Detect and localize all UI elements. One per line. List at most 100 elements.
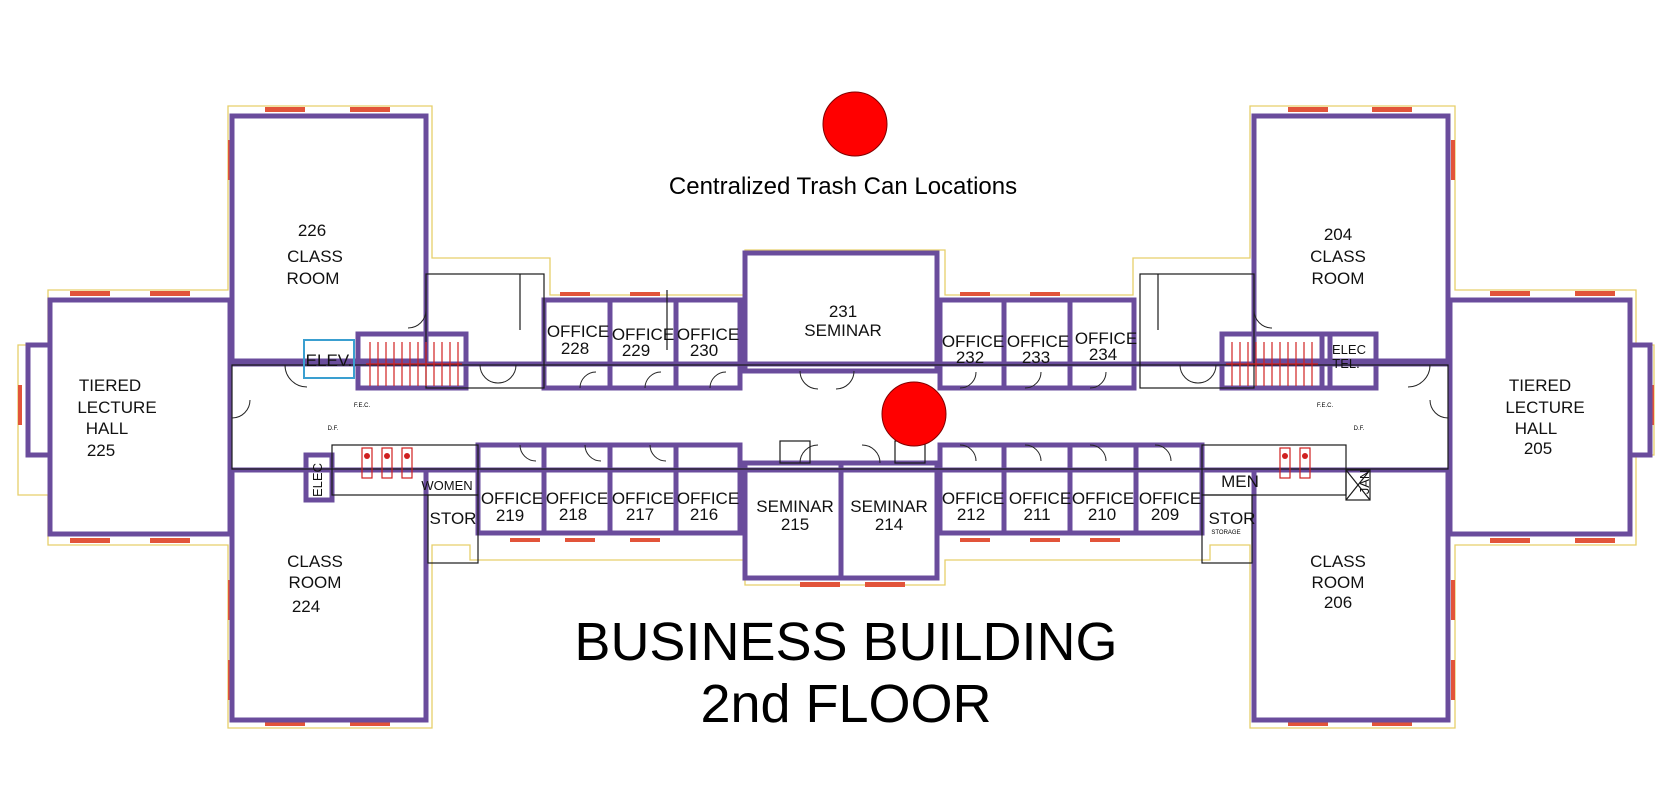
svg-text:229: 229 — [622, 341, 650, 360]
men-label: MEN — [1221, 472, 1259, 491]
svg-text:SEMINAR: SEMINAR — [756, 497, 833, 516]
svg-text:TIERED: TIERED — [1509, 376, 1571, 395]
svg-text:CLASS: CLASS — [1310, 247, 1366, 266]
room-232-label: OFFICE 232 — [942, 332, 1004, 367]
interior-lines — [231, 273, 1449, 564]
svg-text:206: 206 — [1324, 593, 1352, 612]
room-224-label: CLASS ROOM 224 — [287, 552, 343, 616]
svg-text:ROOM: ROOM — [1312, 573, 1365, 592]
svg-text:OFFICE: OFFICE — [1075, 329, 1137, 348]
svg-text:OFFICE: OFFICE — [612, 325, 674, 344]
svg-text:228: 228 — [561, 339, 589, 358]
walls — [25, 113, 1653, 723]
fec-left-label: F.E.C. — [354, 403, 371, 409]
room-205-label: TIERED LECTURE HALL 205 — [1505, 376, 1584, 458]
svg-text:OFFICE: OFFICE — [547, 322, 609, 341]
room-228-label: OFFICE 228 — [547, 322, 609, 358]
svg-text:OFFICE: OFFICE — [1009, 489, 1071, 508]
svg-text:212: 212 — [957, 505, 985, 524]
svg-text:OFFICE: OFFICE — [1072, 489, 1134, 508]
room-214-label: SEMINAR 214 — [850, 497, 927, 534]
stairs-left — [366, 342, 462, 386]
stairs-right — [1226, 342, 1318, 386]
svg-text:230: 230 — [690, 341, 718, 360]
svg-text:SEMINAR: SEMINAR — [850, 497, 927, 516]
svg-text:LECTURE: LECTURE — [1505, 398, 1584, 417]
svg-text:215: 215 — [781, 515, 809, 534]
svg-text:225: 225 — [87, 441, 115, 460]
svg-text:OFFICE: OFFICE — [546, 489, 608, 508]
svg-text:OFFICE: OFFICE — [677, 489, 739, 508]
svg-text:214: 214 — [875, 515, 903, 534]
svg-text:210: 210 — [1088, 505, 1116, 524]
elevator-label: ELEV. — [306, 351, 353, 370]
svg-text:OFFICE: OFFICE — [677, 325, 739, 344]
room-219-label: OFFICE 219 — [481, 489, 543, 525]
svg-text:CLASS: CLASS — [287, 552, 343, 571]
svg-text:HALL: HALL — [86, 419, 129, 438]
svg-text:LECTURE: LECTURE — [77, 398, 156, 417]
room-215-label: SEMINAR 215 — [756, 497, 833, 534]
svg-text:224: 224 — [292, 597, 320, 616]
fec-right-label: F.E.C. — [1317, 403, 1334, 409]
elevator-box — [303, 339, 355, 379]
room-230-label: OFFICE 230 — [677, 325, 739, 360]
room-210-label: OFFICE 210 — [1072, 489, 1134, 524]
svg-text:ROOM: ROOM — [289, 573, 342, 592]
svg-text:231: 231 — [829, 302, 857, 321]
building-footprint-outline — [17, 105, 1655, 729]
svg-text:211: 211 — [1023, 505, 1050, 524]
stor-left-label: STOR — [430, 509, 477, 528]
svg-text:HALL: HALL — [1515, 419, 1558, 438]
room-212-label: OFFICE 212 — [942, 489, 1004, 524]
svg-text:OFFICE: OFFICE — [942, 489, 1004, 508]
svg-text:OFFICE: OFFICE — [942, 332, 1004, 351]
room-226-label: 226 CLASS ROOM — [287, 221, 343, 288]
room-229-label: OFFICE 229 — [612, 325, 674, 360]
svg-text:CLASS: CLASS — [1310, 552, 1366, 571]
stor-right-label: STOR — [1209, 509, 1256, 528]
df-right-label: D.F. — [1354, 426, 1365, 432]
svg-text:OFFICE: OFFICE — [1139, 489, 1201, 508]
room-216-label: OFFICE 216 — [677, 489, 739, 524]
elec-tel-label-2: TEL. — [1332, 356, 1359, 371]
storage-small-label: STORAGE — [1211, 530, 1240, 536]
room-209-label: OFFICE 209 — [1139, 489, 1201, 524]
svg-text:216: 216 — [690, 505, 718, 524]
svg-text:218: 218 — [559, 505, 587, 524]
svg-text:SEMINAR: SEMINAR — [804, 321, 881, 340]
building-title-line1: BUSINESS BUILDING — [574, 612, 1117, 672]
room-206-label: CLASS ROOM 206 — [1310, 552, 1366, 612]
df-left-label: D.F. — [328, 426, 339, 432]
svg-text:204: 204 — [1324, 225, 1352, 244]
jan-label: JAN — [1357, 470, 1372, 495]
svg-text:219: 219 — [496, 506, 524, 525]
svg-text:OFFICE: OFFICE — [1007, 332, 1069, 351]
svg-text:CLASS: CLASS — [287, 247, 343, 266]
room-217-label: OFFICE 217 — [612, 489, 674, 524]
elec-tel-label-1: ELEC — [1332, 342, 1366, 357]
svg-text:233: 233 — [1022, 348, 1050, 367]
svg-text:ROOM: ROOM — [287, 269, 340, 288]
svg-text:205: 205 — [1524, 439, 1552, 458]
restroom-fixtures — [361, 447, 1311, 479]
svg-text:217: 217 — [626, 505, 654, 524]
room-225-label: TIERED LECTURE HALL 225 — [77, 376, 156, 460]
women-label: WOMEN — [421, 478, 472, 493]
svg-text:OFFICE: OFFICE — [481, 489, 543, 508]
trash-can-legend-marker — [822, 91, 888, 157]
room-211-label: OFFICE 211 — [1009, 489, 1071, 524]
svg-text:226: 226 — [298, 221, 326, 240]
svg-text:209: 209 — [1151, 505, 1179, 524]
doors — [231, 309, 1449, 464]
room-204-label: 204 CLASS ROOM — [1310, 225, 1366, 288]
svg-text:TIERED: TIERED — [79, 376, 141, 395]
legend-label: Centralized Trash Can Locations — [669, 173, 1017, 200]
svg-text:234: 234 — [1089, 345, 1117, 364]
svg-text:ROOM: ROOM — [1312, 269, 1365, 288]
room-234-label: OFFICE 234 — [1075, 329, 1137, 364]
room-233-label: OFFICE 233 — [1007, 332, 1069, 367]
svg-text:OFFICE: OFFICE — [612, 489, 674, 508]
svg-text:232: 232 — [956, 348, 984, 367]
